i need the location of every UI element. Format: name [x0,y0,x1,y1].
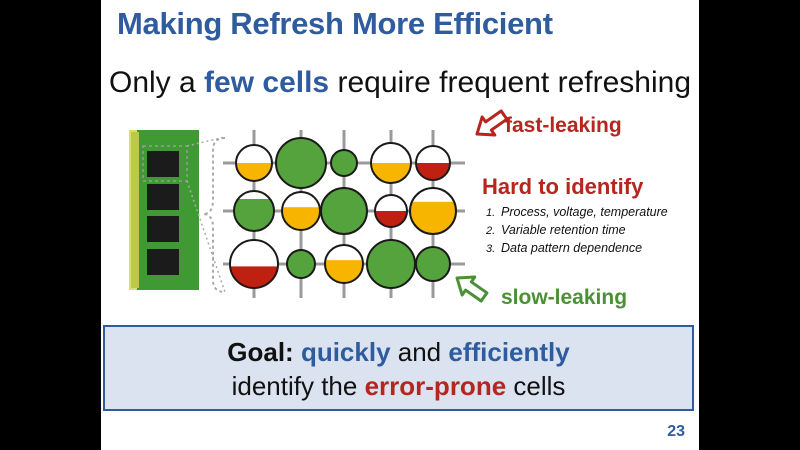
cell-array [229,137,457,289]
cell-charge-fill [282,207,320,230]
cell-charge-fill [325,260,363,283]
dram-cell [281,191,321,231]
dram-cell [286,249,316,279]
dram-cell [330,149,358,177]
dram-cell [275,137,327,189]
hard-to-identify-heading: Hard to identify [482,174,644,199]
cell-outline [233,190,275,232]
cell-outline [275,137,327,189]
connector-line-top [186,136,226,147]
cell-outline [235,144,273,182]
goal-and: and [390,337,449,367]
page-number: 23 [667,423,685,440]
cell-outline [229,239,279,289]
cell-charge-fill [367,240,415,288]
fast-leaking-label: fast-leaking [505,114,622,137]
dram-cell [415,246,451,282]
cell-outline [324,244,364,284]
dram-cell [366,239,416,289]
list-item: 1. Process, voltage, temperature [486,204,668,222]
goal-box: Goal: quickly and efficiently identify t… [103,325,694,411]
list-item: 3. Data pattern dependence [486,240,668,258]
list-number: 3. [486,243,496,255]
goal-line-1: Goal: quickly and efficiently [105,335,692,369]
cell-charge-fill [321,188,367,234]
dram-cell [370,142,412,184]
cell-outline [409,187,457,235]
goal-quickly: quickly [300,337,391,367]
dram-diagram [129,109,509,303]
cell-charge-fill [416,163,450,180]
dram-cell [233,190,275,232]
cell-charge-fill [375,211,407,227]
list-text: Data pattern dependence [501,241,643,255]
cell-outline [320,187,368,235]
list-number: 2. [486,225,496,237]
cell-charge-fill [236,163,272,181]
dram-cell [229,239,279,289]
cell-outline [370,142,412,184]
dram-cell [235,144,273,182]
cell-charge-fill [230,266,278,288]
list-number: 1. [486,207,496,219]
dram-cell [320,187,368,235]
slide-title: Making Refresh More Efficient [117,6,553,41]
list-item: 2. Variable retention time [486,222,668,240]
subtitle-before: Only a [109,66,205,99]
slow-leaking-label: slow-leaking [501,286,628,309]
cell-outline [286,249,316,279]
cell-outline [415,145,451,181]
dram-cell [409,187,457,235]
cell-outline [415,246,451,282]
slide-subtitle: Only a few cells require frequent refres… [101,66,699,100]
arrow-fast-icon [475,109,509,137]
list-text: Variable retention time [501,223,626,237]
cell-charge-fill [371,163,411,183]
cell-outline [330,149,358,177]
goal-error-prone: error-prone [364,371,507,401]
dram-cell [374,194,408,228]
dram-cell [415,145,451,181]
goal-line2-after: cells [506,371,566,401]
subtitle-highlight: few cells [204,66,330,99]
dram-module-icon [129,130,199,290]
brace-icon [202,137,226,293]
subtitle-after: require frequent refreshing [329,66,691,99]
cell-charge-fill [276,138,326,188]
goal-line-2: identify the error-prone cells [105,369,692,403]
goal-lead: Goal: [227,337,294,367]
cell-outline [374,194,408,228]
dram-cell [324,244,364,284]
goal-line2-before: identify the [231,371,365,401]
list-text: Process, voltage, temperature [501,205,668,219]
reasons-list: 1. Process, voltage, temperature 2. Variab… [486,204,668,258]
arrow-slow-icon [455,275,489,303]
goal-efficiently: efficiently [448,337,570,367]
slide: Making Refresh More Efficient Only a few… [101,0,699,450]
cell-charge-fill [410,201,456,234]
